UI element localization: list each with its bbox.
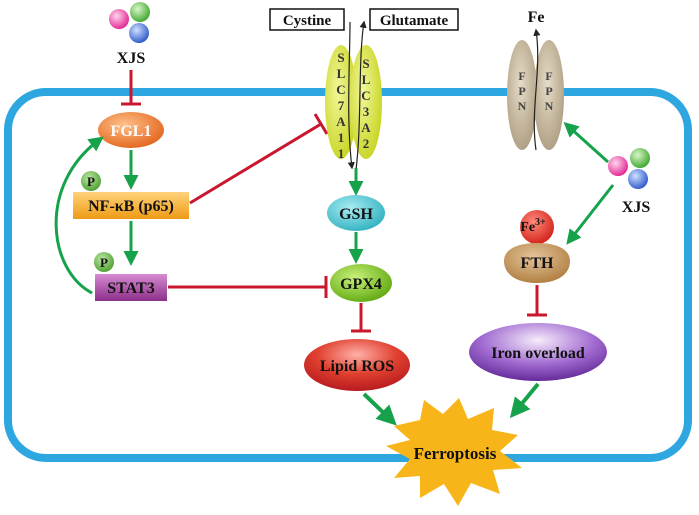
- nfkb-node: [73, 192, 189, 219]
- arrow-glutamate-export: [355, 20, 367, 171]
- fgl1-node: [98, 112, 164, 148]
- slc7a11-char: S: [337, 50, 344, 65]
- fth-node: [504, 243, 570, 283]
- arrow-lipid-ros-to-ferroptosis: [362, 392, 397, 426]
- fpn-char: N: [545, 99, 554, 113]
- inhibition-nfkb-to-slc7a11: [189, 122, 322, 205]
- glutamate-box: [369, 8, 459, 31]
- fpn-char: N: [518, 99, 527, 113]
- fe-label: Fe: [528, 9, 545, 26]
- phosphorylation-marker-stat3: [94, 252, 114, 272]
- gsh-node: [327, 195, 385, 231]
- fpn-label-right: F P N: [545, 69, 554, 113]
- phospho-label-1: P: [87, 174, 95, 189]
- phospho-label-2: P: [100, 255, 108, 270]
- slc7a11-char: L: [337, 66, 346, 81]
- phosphorylation-marker-nfkb: [81, 171, 101, 191]
- cystine-label: Cystine: [283, 13, 332, 29]
- iron-overload-label: Iron overload: [491, 345, 585, 362]
- xjs-compound-icon-right: [608, 148, 650, 189]
- gsh-label: GSH: [339, 206, 373, 223]
- slc3a2-label: S L C 3 A 2: [361, 56, 371, 151]
- nfkb-label: NF-κB (p65): [88, 198, 174, 215]
- slc7a11-char: C: [336, 82, 345, 97]
- arrow-xjs-to-fpn: [563, 121, 610, 164]
- arrow-fe-export: [533, 28, 541, 151]
- fe3-superscript: 3+: [535, 217, 546, 228]
- arrow-stat3-feedback-to-fgl1: [54, 136, 104, 295]
- fpn-right: [534, 40, 564, 150]
- fpn-char: F: [545, 69, 552, 83]
- cystine-box: [269, 8, 345, 31]
- fpn-char: P: [518, 84, 525, 98]
- slc3a2-char: 3: [363, 104, 370, 119]
- fpn-char: F: [518, 69, 525, 83]
- arrow-xjs-to-fth: [566, 184, 615, 245]
- lipid-ros-label: Lipid ROS: [320, 358, 394, 375]
- fe3-ion: [520, 210, 554, 244]
- slc3a2-char: L: [362, 72, 371, 87]
- slc7a11-label: S L C 7 A 1 1: [336, 50, 346, 161]
- stat3-node: [95, 274, 167, 301]
- arrow-cystine-import: [347, 21, 355, 170]
- fe3-base: Fe: [520, 220, 535, 235]
- slc7a11-char: 1: [338, 130, 345, 145]
- arrow-iron-overload-to-ferroptosis: [509, 382, 540, 419]
- iron-overload-node: [469, 323, 607, 381]
- fpn-label-left: F P N: [518, 69, 527, 113]
- lipid-ros-node: [304, 339, 410, 391]
- xjs-compound-icon-left: [109, 2, 150, 43]
- slc7a11-char: 7: [338, 98, 345, 113]
- glutamate-label: Glutamate: [380, 13, 449, 29]
- gpx4-node: [330, 264, 392, 302]
- slc3a2-char: 2: [363, 136, 370, 151]
- fgl1-label: FGL1: [111, 123, 152, 140]
- gpx4-label: GPX4: [340, 276, 382, 293]
- stat3-label: STAT3: [107, 280, 154, 297]
- slc3a2-char: C: [361, 88, 370, 103]
- slc7a11-char: 1: [338, 146, 345, 161]
- slc3a2-char: A: [361, 120, 371, 135]
- ferroptosis-burst: [386, 398, 522, 506]
- slc7a11-char: A: [336, 114, 346, 129]
- fpn-left: [507, 40, 537, 150]
- xjs-label-left: XJS: [117, 50, 146, 67]
- slc3a2-char: S: [362, 56, 369, 71]
- fe3-label: Fe3+: [520, 217, 546, 235]
- inhibition-bar: [313, 113, 329, 135]
- fth-label: FTH: [521, 255, 554, 272]
- slc3a2-transporter: [350, 45, 382, 159]
- ferroptosis-label: Ferroptosis: [414, 444, 497, 463]
- fpn-char: P: [545, 84, 552, 98]
- xjs-label-right: XJS: [622, 199, 651, 216]
